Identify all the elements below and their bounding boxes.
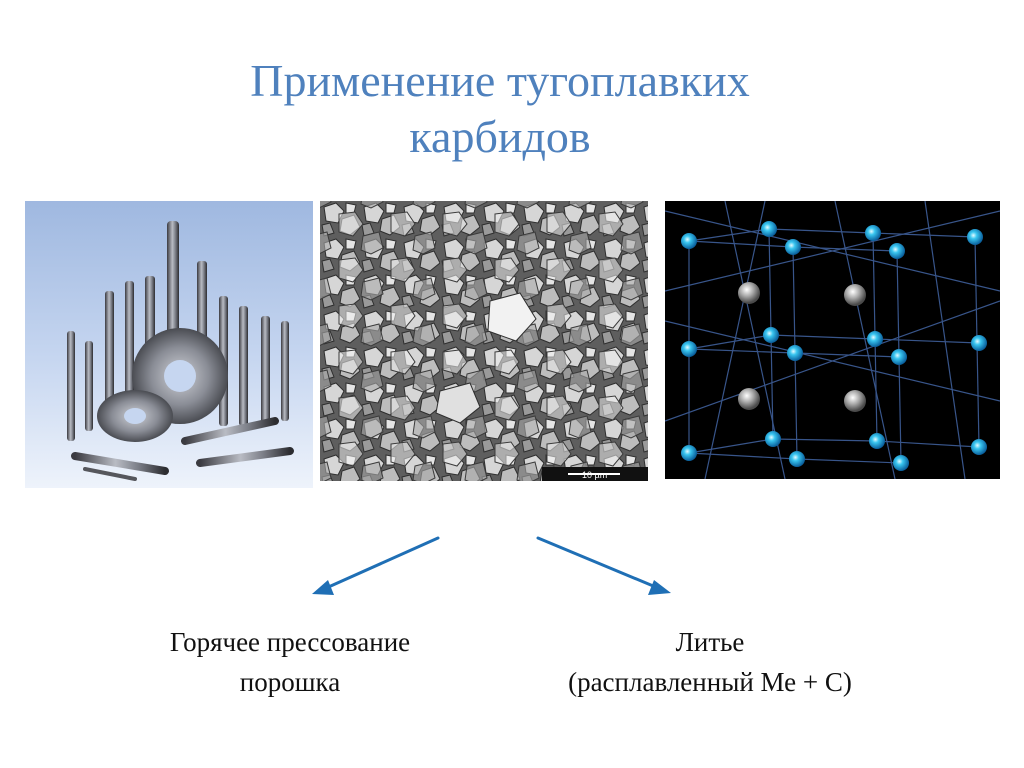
caption-left-line-1: Горячее прессование [169,627,411,657]
slide-title-line-1: Применение тугоплавких [250,54,750,106]
arrow-left [322,536,440,591]
slide-title: Применение тугоплавких карбидов [100,53,900,165]
crystal-lattice-image [665,201,1000,479]
arrow-right-head [648,580,671,595]
arrow-right [536,536,660,590]
scale-bar-label: 10 µm [582,470,607,480]
caption-casting: Литье (расплавленный Ме + С) [500,622,920,702]
caption-right-line-1: Литье [675,627,745,657]
carbide-tools-icon [25,201,313,488]
crystal-lattice-icon [665,201,1000,479]
carbide-tools-photo [25,201,313,488]
caption-left-line-2: порошка [239,667,341,697]
caption-right-line-2: (расплавленный Ме + С) [568,667,852,697]
slide-title-line-2: карбидов [409,110,591,162]
sem-micrograph-icon: 10 µm [320,201,648,481]
caption-hot-pressing: Горячее прессование порошка [110,622,470,702]
arrow-left-head [312,580,334,595]
sem-micrograph-photo: 10 µm [320,201,648,481]
